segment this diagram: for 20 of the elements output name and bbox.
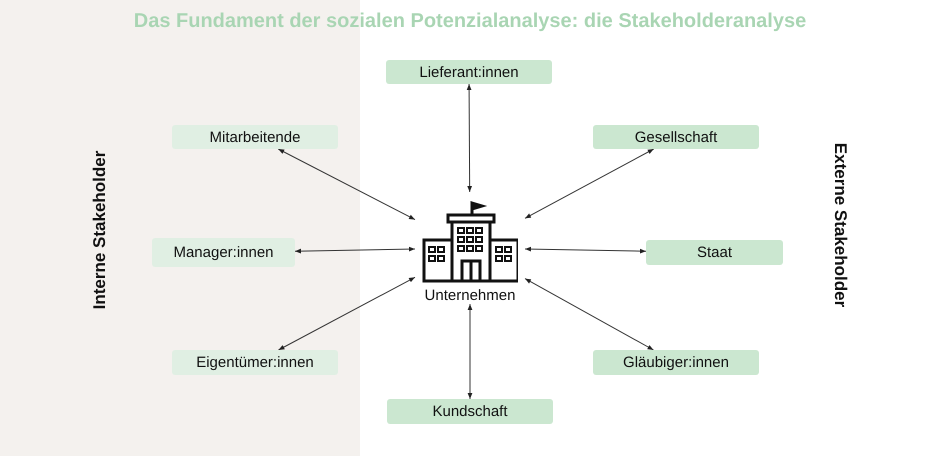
double-arrow bbox=[524, 148, 654, 219]
double-arrow bbox=[524, 278, 654, 350]
stakeholder-box: Mitarbeitende bbox=[172, 125, 338, 149]
company-label: Unternehmen bbox=[424, 287, 516, 304]
stakeholder-box: Kundschaft bbox=[387, 399, 553, 424]
stakeholder-box: Manager:innen bbox=[152, 238, 295, 267]
diagram-title: Das Fundament der sozialen Potenzialanalyse: die Stakeholderanalyse bbox=[132, 10, 808, 33]
stakeholder-box: Gläubiger:innen bbox=[593, 350, 759, 375]
stakeholder-box: Lieferant:innen bbox=[386, 60, 552, 84]
stakeholder-box: Gesellschaft bbox=[593, 125, 759, 149]
side-heading: Interne Stakeholder bbox=[90, 150, 110, 310]
stakeholder-box: Staat bbox=[646, 240, 783, 265]
double-arrow bbox=[278, 148, 416, 220]
double-arrow bbox=[468, 304, 472, 400]
stakeholder-box: Eigentümer:innen bbox=[172, 350, 338, 375]
double-arrow bbox=[294, 246, 416, 254]
double-arrow bbox=[466, 84, 472, 192]
double-arrow bbox=[524, 246, 646, 254]
double-arrow bbox=[278, 276, 416, 350]
side-heading: Externe Stakeholder bbox=[830, 142, 850, 308]
